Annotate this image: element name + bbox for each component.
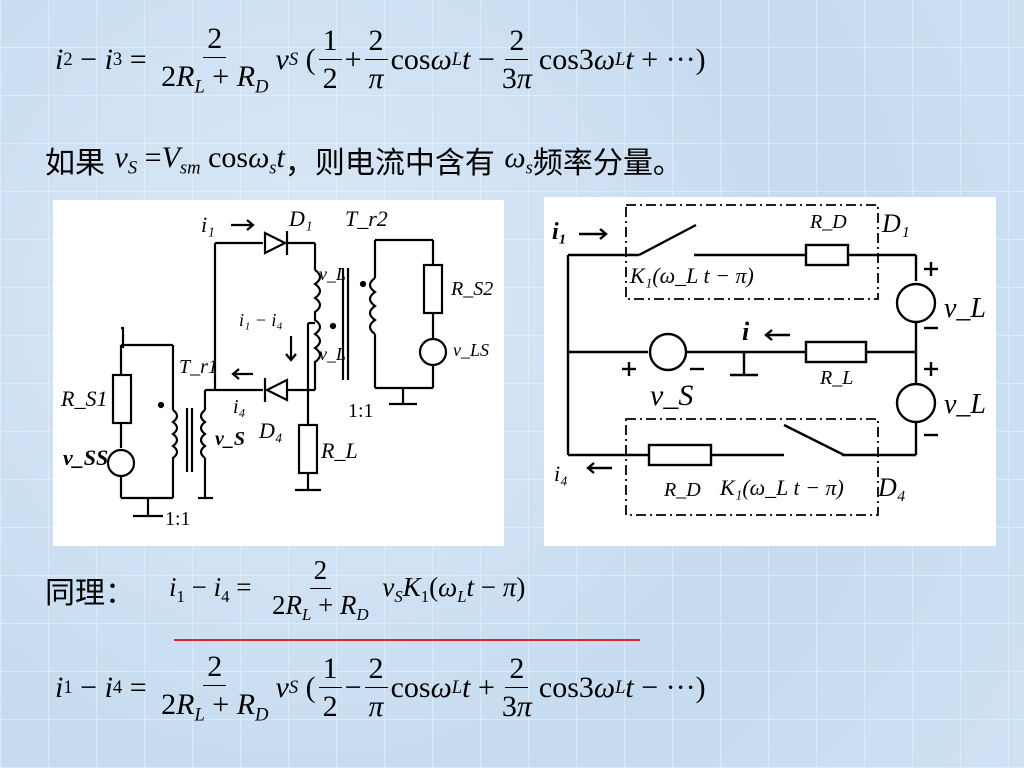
left-vs-label: v_S (215, 428, 245, 450)
right-i4-label: i₄ (554, 461, 568, 486)
left-i1-i4-label: i₁ − i₄ (239, 310, 283, 330)
right-k1-top-label: K₁(ω_L t − π) (630, 263, 754, 288)
left-i1-label: i₁ (201, 212, 215, 237)
right-i1-label: i₁ (552, 219, 568, 245)
left-tr2-label: T_r2 (345, 206, 388, 231)
left-ratio-bottom: 1:1 (165, 508, 191, 530)
similarly-label: 同理： (45, 575, 135, 611)
right-rd-top-label: R_D (810, 211, 847, 233)
right-vs-label: v_S (650, 379, 694, 412)
right-rd-bottom-label: R_D (664, 479, 701, 501)
left-vl-mid-label: v_L (319, 344, 346, 364)
right-d4-label: D₄ (878, 473, 906, 502)
left-i4-label: i₄ (233, 396, 246, 418)
right-d1-label: D₁ (882, 209, 910, 238)
left-vls-label: v_LS (453, 340, 489, 360)
left-ratio-right: 1:1 (348, 400, 374, 422)
right-vl-top-label: v_L (944, 293, 986, 324)
right-circuit-diagram: i₁ R_D D₁ K₁(ω_L t − π) v_L i v_S R_L v_… (544, 197, 996, 546)
right-k1-bottom-label: K₁(ω_L t − π) (720, 475, 844, 500)
red-underline (174, 639, 640, 641)
left-rl-label: R_L (321, 438, 358, 463)
right-rl-label: R_L (820, 367, 854, 389)
right-i-label: i (742, 317, 750, 346)
left-d1-label: D₁ (289, 206, 313, 231)
left-circuit-diagram: i₁ D₁ T_r2 v_L v_L R_S2 v_LS i₁ − i₄ T_r… (53, 200, 504, 546)
left-rs2-label: R_S2 (451, 278, 494, 300)
left-vl-top-label: v_L (319, 264, 346, 284)
left-d4-label: D₄ (259, 418, 283, 443)
left-tr1-label: T_r1 (179, 356, 218, 378)
left-rs1-label: R_S1 (61, 386, 108, 411)
left-vss-label: v_SS (63, 445, 109, 470)
frequency-statement: 如果 vS =Vsm cosωst ，则电流中含有 ωs 频率分量。 (45, 140, 683, 181)
right-vl-bottom-label: v_L (944, 389, 986, 420)
